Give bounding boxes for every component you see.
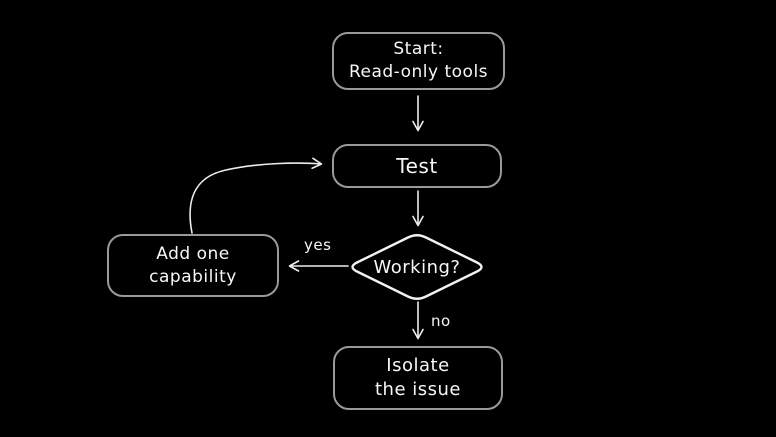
node-isolate-issue: Isolate the issue	[333, 346, 503, 410]
node-test: Test	[332, 144, 502, 188]
edge-label-yes: yes	[304, 236, 332, 254]
node-add-capability: Add one capability	[107, 234, 279, 297]
edge-label-no: no	[431, 312, 451, 330]
node-working-label: Working?	[373, 256, 461, 278]
working-diamond-shape	[351, 234, 483, 300]
node-start: Start: Read-only tools	[332, 32, 505, 90]
arrow-add-loop-to-test	[189, 157, 323, 234]
